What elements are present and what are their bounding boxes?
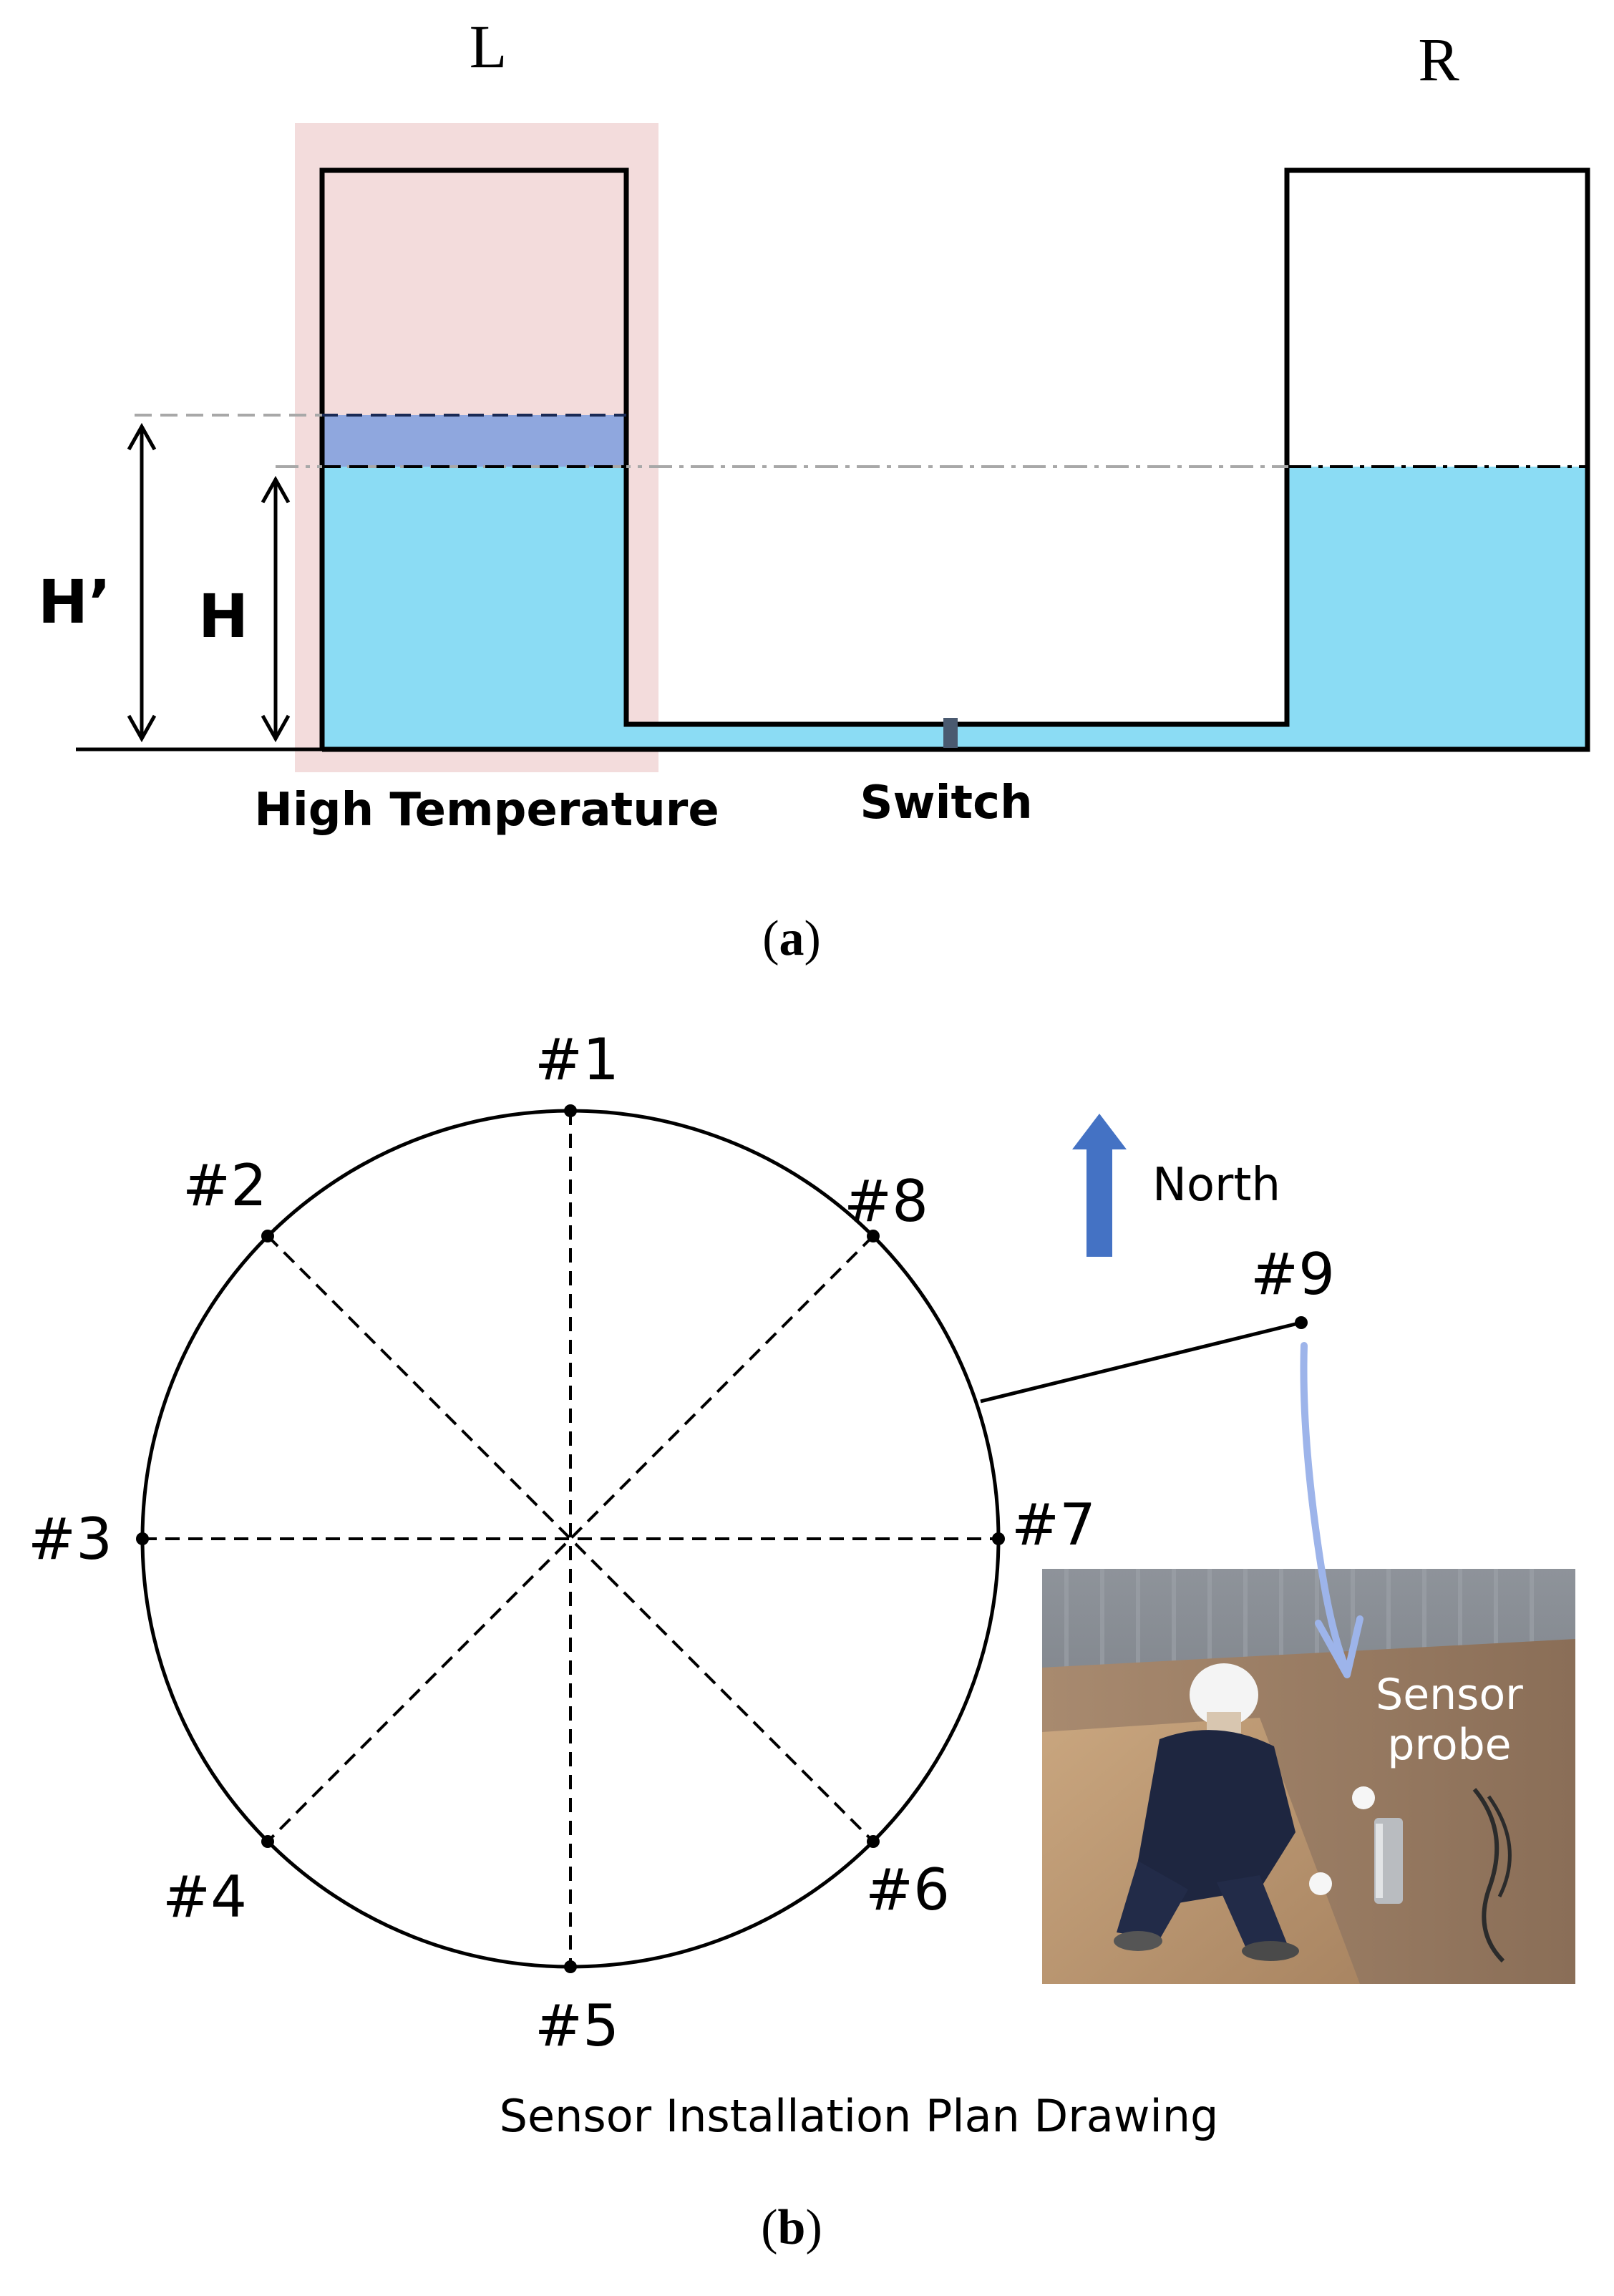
photo-label-line1: Sensor (1376, 1670, 1523, 1720)
right-tank-water (1287, 467, 1588, 749)
sensor-label-4: #4 (162, 1864, 247, 1930)
switch-marker (943, 718, 958, 748)
sensor-point-4 (261, 1835, 274, 1848)
sensor-label-1: #1 (535, 1026, 619, 1093)
panel-a: L R H’ H High Temperature Switch (a) (38, 12, 1590, 966)
panel-b: #1 #2 #3 #4 #5 #6 #7 #8 #9 North (28, 1026, 1575, 2255)
h-dimension-arrow (261, 475, 291, 743)
sensor-point-9 (1295, 1316, 1308, 1329)
plan-title: Sensor Installation Plan Drawing (500, 2090, 1219, 2142)
sensor-label-2: #2 (183, 1152, 267, 1219)
sensor-label-3: #3 (28, 1506, 112, 1572)
sensor-point-6 (867, 1835, 880, 1848)
sensor-point-5 (564, 1960, 577, 1973)
sensor-label-9: #9 (1250, 1241, 1335, 1308)
photo-label-line2: probe (1387, 1720, 1511, 1770)
tank-left-label: L (470, 12, 507, 81)
north-arrow-icon (1072, 1114, 1127, 1257)
panel-a-caption: (a) (762, 911, 821, 966)
sensor-label-8: #8 (844, 1168, 928, 1235)
panel-b-caption: (b) (761, 2200, 822, 2255)
pointer-arrow-icon (1300, 1342, 1363, 1678)
sensor-point-3 (136, 1532, 149, 1545)
h-label: H (198, 581, 248, 651)
sensor-label-6: #6 (865, 1857, 950, 1923)
sensor-point-8 (867, 1230, 880, 1242)
sensor-label-5: #5 (535, 1993, 619, 2059)
h-prime-dimension-arrow (127, 422, 157, 743)
sensor-point-1 (564, 1104, 577, 1117)
sensor-label-7: #7 (1011, 1492, 1096, 1558)
diameter-2-6 (266, 1235, 875, 1843)
sensor-9-connector (980, 1320, 1302, 1404)
tank-right-label: R (1418, 25, 1459, 94)
h-prime-label: H’ (38, 567, 111, 637)
diameter-8-4 (266, 1235, 875, 1843)
switch-label: Switch (860, 777, 1032, 830)
north-label: North (1152, 1159, 1280, 1212)
sensor-probe-photo: Sensor probe (1042, 1569, 1575, 1984)
left-tank-raised-water (322, 415, 626, 467)
left-tank-water (322, 467, 626, 749)
sensor-point-7 (992, 1532, 1005, 1545)
high-temperature-label: High Temperature (254, 784, 719, 837)
vessel-outline (319, 167, 1590, 752)
sensor-point-2 (261, 1230, 274, 1242)
